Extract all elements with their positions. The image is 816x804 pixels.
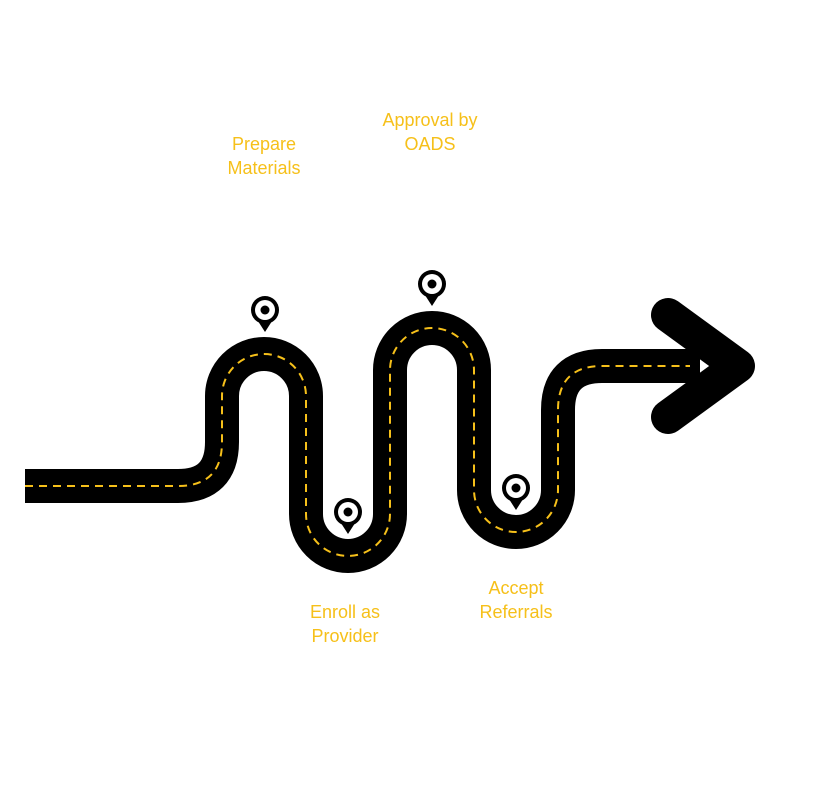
milestone-label-line: Accept	[488, 578, 544, 598]
road-path	[25, 311, 700, 573]
milestone-label-line: Prepare	[231, 134, 297, 154]
milestone-label-prepare-materials: Prepare Materials	[184, 132, 344, 180]
map-pin-icon	[334, 498, 362, 534]
milestone-label-line: Referrals	[479, 602, 553, 622]
milestone-label-line: Approval by	[382, 110, 478, 130]
milestone-label-line: Materials	[227, 158, 301, 178]
map-pin-icon	[502, 474, 530, 510]
milestone-label-line: OADS	[404, 134, 456, 154]
map-pin-icon	[251, 296, 279, 332]
map-pin-icon	[418, 270, 446, 306]
arrow-head-icon	[651, 298, 755, 434]
milestone-label-enroll-as-provider: Enroll as Provider	[265, 600, 425, 648]
milestone-label-line: Enroll as	[309, 602, 381, 622]
milestone-label-accept-referrals: Accept Referrals	[436, 576, 596, 624]
milestone-label-line: Provider	[311, 626, 379, 646]
milestone-label-approval-by-oads: Approval by OADS	[350, 108, 510, 156]
